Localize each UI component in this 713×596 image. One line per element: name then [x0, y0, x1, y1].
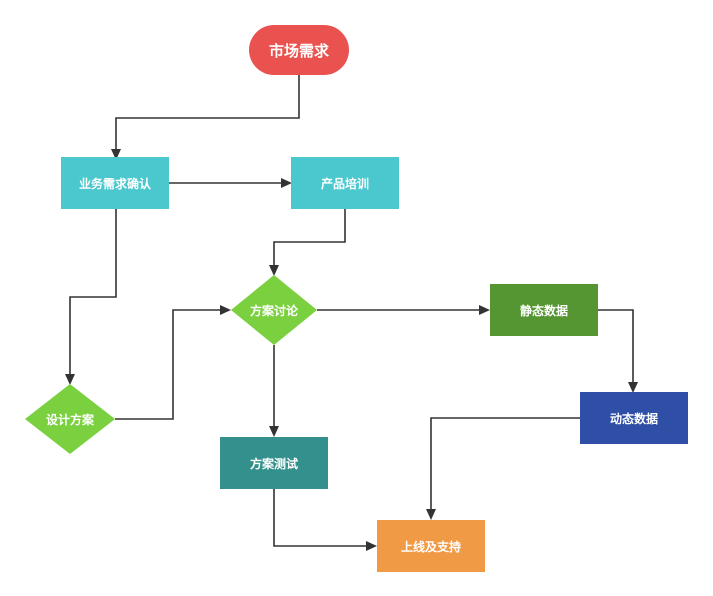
edge-dynamic-to-launch [430, 417, 580, 511]
arrowhead-launch-top [426, 509, 436, 520]
node-business-confirm[interactable]: 业务需求确认 [61, 157, 169, 209]
node-shape [61, 157, 169, 209]
node-solution-discussion[interactable]: 方案讨论 [231, 275, 317, 345]
node-label: 方案讨论 [250, 303, 299, 318]
edges [65, 75, 638, 551]
arrowhead-launch-left [366, 541, 377, 551]
node-label: 动态数据 [610, 411, 658, 426]
edge-static-to-dynamic [598, 309, 634, 384]
node-solution-test[interactable]: 方案测试 [220, 437, 328, 489]
arrowhead-solution-design [65, 374, 75, 385]
edge-market-to-business [115, 75, 300, 151]
node-label: 上线及支持 [401, 539, 461, 554]
node-shape [220, 437, 328, 489]
arrowhead-discussion-left [220, 305, 231, 315]
node-shape [377, 520, 485, 572]
node-market-demand[interactable]: 市场需求 [249, 25, 349, 75]
arrowhead-solution-test [269, 426, 279, 437]
node-shape [291, 157, 399, 209]
arrowhead-product-training [281, 178, 292, 188]
edge-training-to-discussion [273, 209, 346, 267]
node-dynamic-data[interactable]: 动态数据 [580, 392, 688, 444]
node-shape [580, 392, 688, 444]
edge-design-to-discussion [115, 309, 222, 420]
edge-business-to-design [69, 209, 117, 376]
arrowhead-business-confirm [111, 149, 121, 160]
node-label: 产品培训 [321, 176, 369, 191]
node-launch-support[interactable]: 上线及支持 [377, 520, 485, 572]
node-product-training[interactable]: 产品培训 [291, 157, 399, 209]
node-shape [249, 25, 349, 75]
arrowhead-dynamic-data [628, 382, 638, 393]
arrowhead-discussion-top [269, 265, 279, 276]
node-shape [490, 284, 598, 336]
node-label: 方案测试 [250, 456, 298, 471]
node-shape [25, 384, 115, 454]
node-static-data[interactable]: 静态数据 [490, 284, 598, 336]
node-label: 市场需求 [269, 42, 330, 60]
edge-test-to-launch [273, 489, 368, 547]
node-solution-design[interactable]: 设计方案 [25, 384, 115, 454]
node-label: 业务需求确认 [79, 176, 152, 191]
node-shape [231, 275, 317, 345]
arrowhead-static-data [479, 305, 490, 315]
node-label: 静态数据 [520, 303, 568, 318]
node-label: 设计方案 [46, 412, 95, 427]
